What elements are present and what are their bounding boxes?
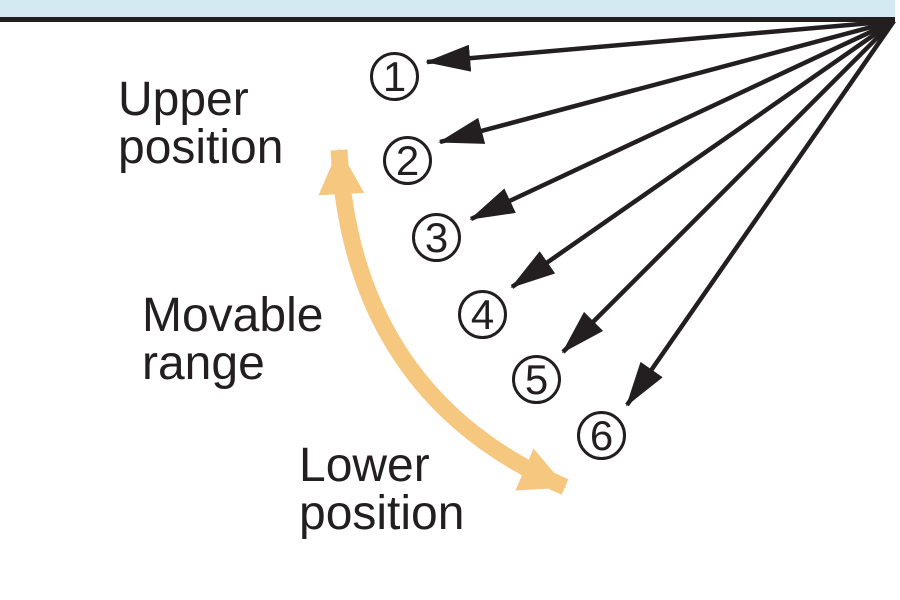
position-marker-4: 4: [458, 290, 507, 339]
position-label-3: 3: [424, 213, 449, 261]
pointer-arrow-2: [438, 18, 895, 145]
movable-range-line2: range: [142, 337, 265, 390]
movable-range-arrow: [318, 148, 569, 495]
position-marker-1: 1: [370, 52, 419, 101]
pointer-arrow-5: [561, 19, 896, 354]
pointer-arrow-4: [510, 19, 896, 289]
movable-range-label: Movable range: [142, 292, 323, 388]
lower-position-label: Lower position: [299, 442, 464, 538]
header-band: [0, 0, 895, 17]
position-marker-5: 5: [512, 355, 561, 404]
upper-position-line1: Upper: [118, 73, 249, 126]
upper-position-line2: position: [118, 121, 284, 174]
position-label-4: 4: [470, 290, 495, 338]
position-label-5: 5: [524, 355, 549, 403]
movable-range-line1: Movable: [142, 289, 324, 342]
position-label-1: 1: [382, 52, 407, 100]
upper-position-label: Upper position: [118, 76, 283, 172]
position-marker-6: 6: [577, 411, 626, 460]
pointer-arrow-1: [425, 18, 895, 72]
position-label-6: 6: [589, 411, 614, 459]
position-marker-2: 2: [383, 136, 432, 185]
position-label-2: 2: [395, 136, 420, 184]
lower-position-line1: Lower: [299, 439, 430, 492]
pointer-arrow-3: [469, 18, 895, 222]
pointer-arrow-6: [625, 19, 896, 407]
lower-position-line2: position: [299, 487, 465, 540]
top-rule: [0, 17, 895, 22]
position-marker-3: 3: [412, 213, 461, 262]
